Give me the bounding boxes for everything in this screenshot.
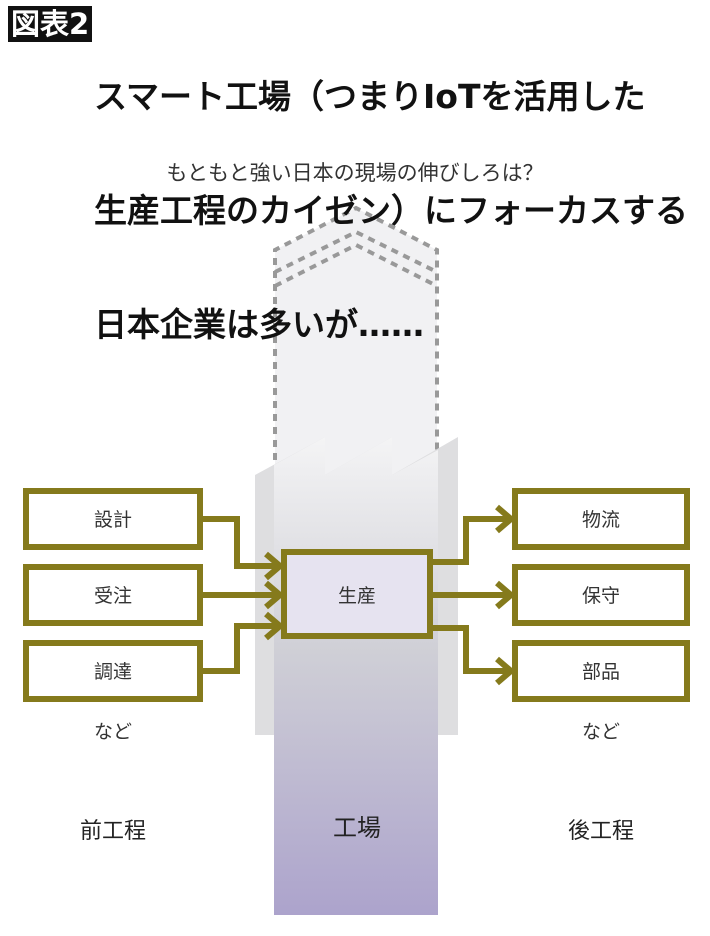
upstream-item: 受注	[94, 585, 132, 607]
downstream-box-parts	[512, 640, 690, 702]
upstream-label: 前工程	[80, 819, 146, 844]
title-line: 生産工程のカイゼン）にフォーカスする	[94, 191, 688, 230]
subtitle: もともと強い日本の現場の伸びしろは？	[166, 161, 544, 185]
downstream-box-logistics	[512, 488, 690, 550]
title-line: スマート工場（つまりIoTを活用した	[94, 77, 646, 116]
figure-title: スマート工場（つまりIoTを活用した 生産工程のカイゼン）にフォーカスする 日本…	[94, 2, 688, 382]
upstream-item: 調達	[94, 661, 132, 683]
factory-diagram: 設計 受注 調達 生産 物流 保守 部品 など など 前工程 工場 後工程	[23, 205, 690, 915]
downstream-item: 保守	[582, 585, 620, 607]
connector-arrow	[200, 516, 278, 569]
factory-label: 工場	[333, 814, 381, 842]
connector-arrow	[200, 623, 278, 674]
title-line: 日本企業は多いが……	[94, 305, 424, 344]
downstream-etc: など	[582, 721, 620, 743]
upstream-etc: など	[94, 721, 132, 743]
downstream-item: 物流	[582, 509, 620, 531]
upstream-box-design	[23, 488, 203, 550]
connector-arrow	[432, 625, 510, 674]
upstream-box-procurement	[23, 640, 203, 702]
factory-column	[274, 437, 438, 915]
figure-badge: 図表2	[8, 6, 93, 42]
downstream-item: 部品	[582, 661, 620, 683]
production-label: 生産	[338, 585, 376, 607]
upstream-item: 設計	[94, 509, 132, 531]
upstream-box-orders	[23, 564, 203, 626]
connector-arrow	[432, 516, 510, 565]
downstream-label: 後工程	[568, 819, 634, 844]
downstream-box-maintenance	[512, 564, 690, 626]
production-box	[281, 549, 433, 639]
